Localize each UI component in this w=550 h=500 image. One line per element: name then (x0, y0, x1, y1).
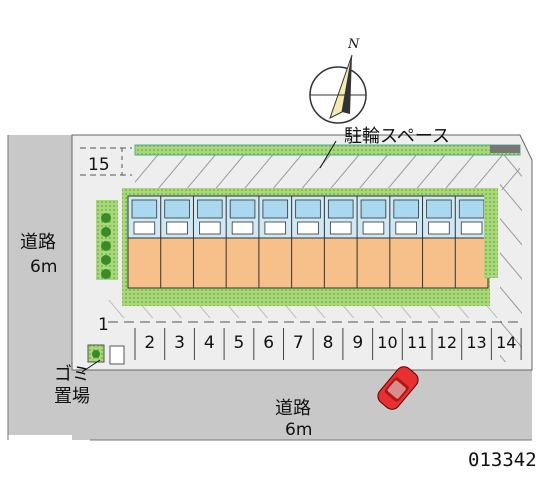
unit-entrance (458, 199, 485, 219)
unit-entrance (360, 199, 387, 219)
parking-slot-number: 4 (204, 333, 215, 353)
unit-entrance (229, 199, 256, 219)
parking-slot-number: 7 (293, 333, 304, 353)
road-left (7, 135, 72, 440)
unit-kitchen (264, 221, 287, 235)
unit-kitchen (460, 221, 483, 235)
unit-entrance (131, 199, 158, 219)
bicycle-space-label: 駐輪スペース (344, 126, 450, 147)
parking-slot-number: 11 (407, 333, 427, 352)
hedge-left (96, 200, 118, 280)
parking-row (108, 321, 522, 360)
unit-entrance (327, 199, 354, 219)
unit-kitchen (329, 221, 352, 235)
parking-slot-number: 3 (174, 333, 185, 353)
parking-slot-15 (80, 147, 132, 176)
map-id: 013342 (468, 449, 537, 471)
hatched-right (500, 152, 522, 362)
north-compass-icon (309, 54, 367, 124)
bicycle-space-strip (134, 144, 521, 156)
road-bottom (72, 370, 532, 441)
slot-1-label: 1 (98, 315, 109, 335)
unit-kitchen (428, 221, 450, 235)
hedge-right (484, 188, 498, 278)
unit-kitchen (395, 221, 417, 235)
unit-entrance (197, 199, 223, 219)
tree-row (101, 213, 111, 279)
unit-kitchen (362, 221, 385, 235)
unit-kitchen (199, 221, 221, 235)
garbage-leader-line (81, 359, 101, 373)
parking-slot-number: 9 (352, 333, 363, 353)
parking-slot-number: 12 (437, 333, 457, 352)
garbage-area (87, 344, 125, 365)
road-bottom-name: 道路 (275, 398, 311, 419)
unit-kitchen (166, 221, 188, 235)
unit-entrance (295, 199, 321, 219)
unit-kitchen (231, 221, 254, 235)
parking-slot-number: 5 (234, 333, 245, 353)
apartment-building (122, 188, 490, 306)
car-icon (377, 366, 419, 410)
road-left-width: 6m (30, 257, 57, 277)
unit-kitchen (133, 221, 156, 235)
unit-kitchen (297, 221, 319, 235)
road-left-name: 道路 (20, 232, 56, 253)
unit-entrance (393, 199, 419, 219)
parking-slot-number: 8 (323, 333, 334, 353)
unit-entrance (262, 199, 289, 219)
compass-north-label: N (347, 37, 360, 52)
bicycle-leader-line (319, 140, 337, 169)
garbage-label-line1: ゴミ (54, 364, 90, 385)
parking-slot-number: 6 (263, 333, 274, 353)
parking-slot-number: 2 (144, 333, 155, 353)
parking-slot-number: 13 (466, 333, 486, 352)
hatched-aisle (135, 152, 520, 190)
road-bottom-width: 6m (285, 420, 312, 440)
slot-15-label: 15 (88, 155, 110, 175)
bicycle-rack-icon (490, 145, 520, 153)
unit-entrance (164, 199, 190, 219)
garbage-label-line2: 置場 (54, 386, 90, 407)
parking-slot-number: 14 (496, 333, 516, 352)
parking-slot-number: 10 (377, 333, 397, 352)
unit-entrance (426, 199, 452, 219)
